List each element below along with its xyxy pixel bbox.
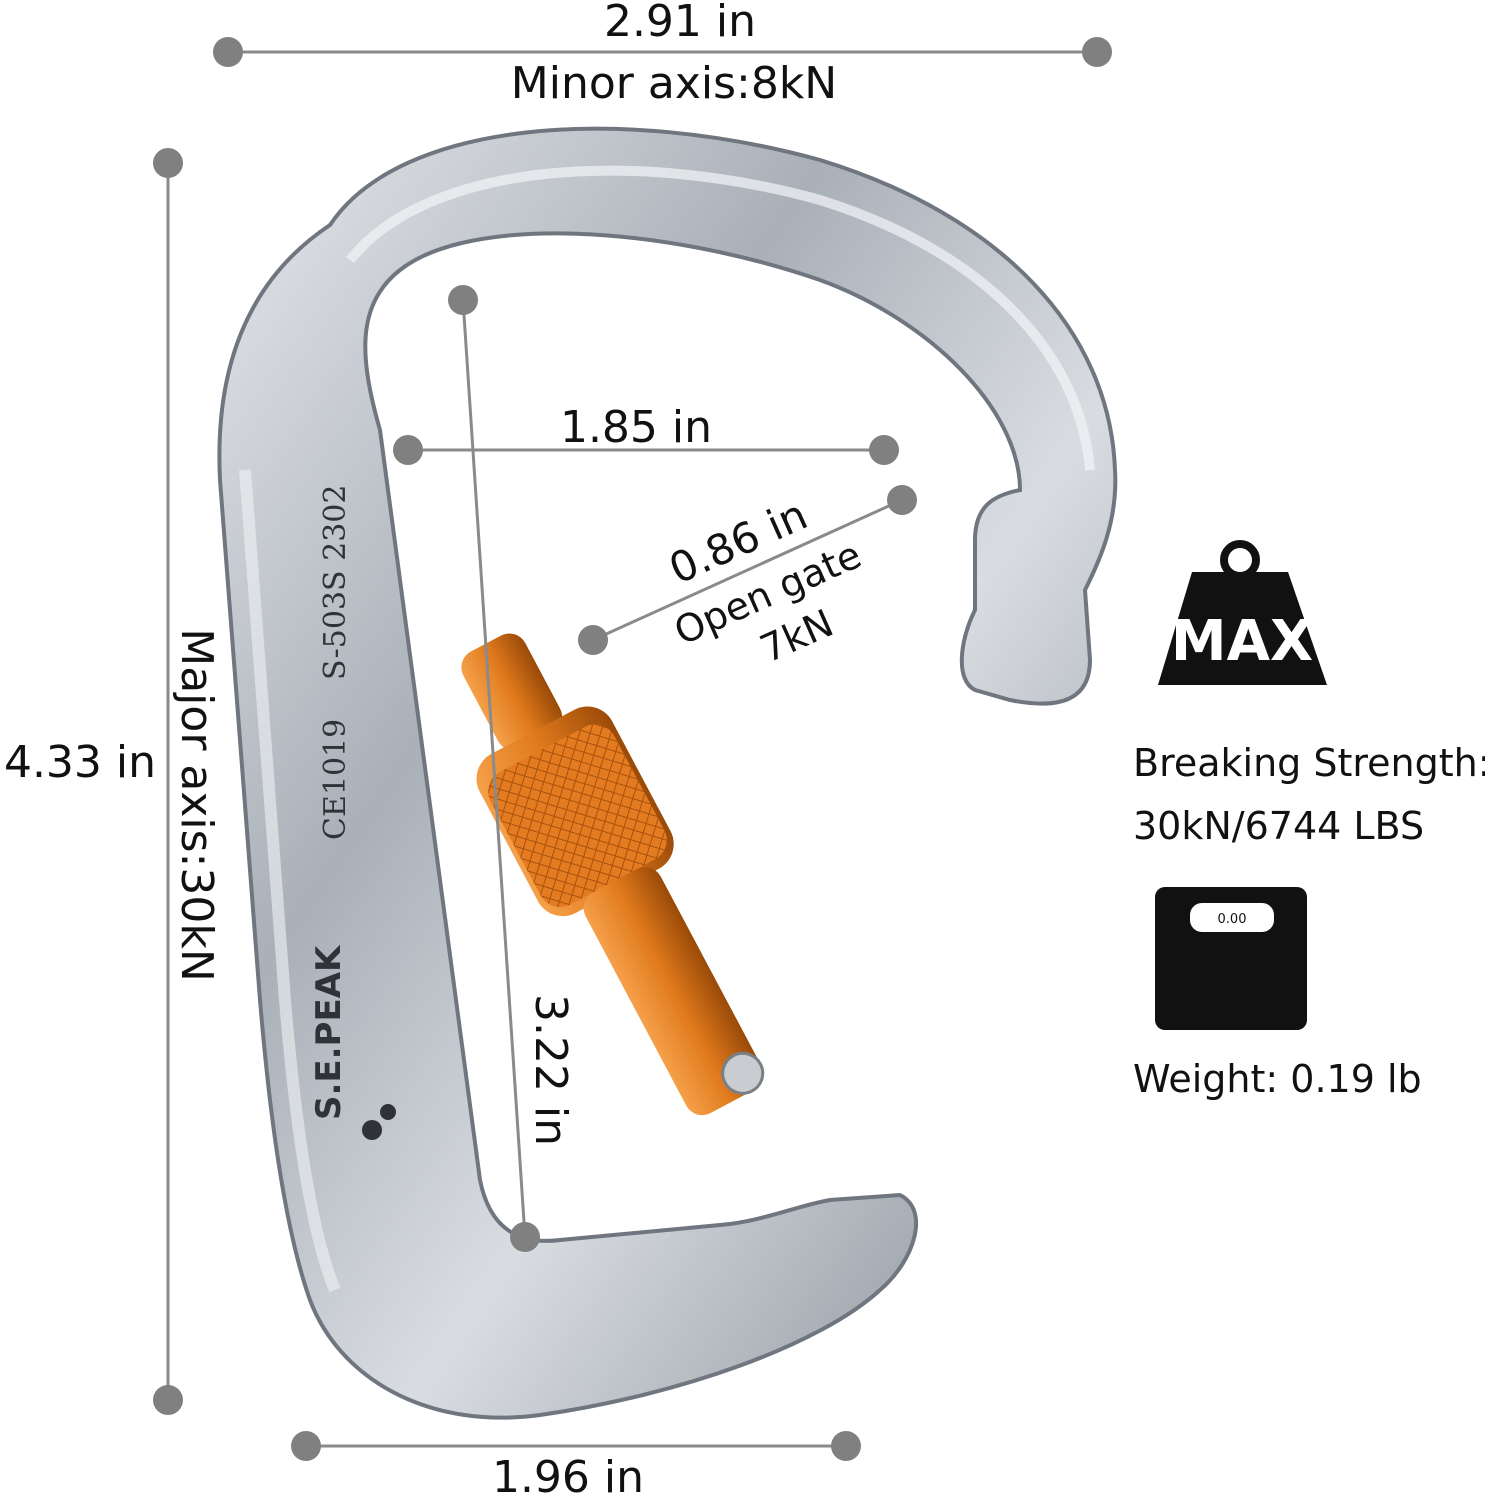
carabiner-frame: [217, 126, 1118, 1420]
inner-width-label: 1.85 in: [560, 402, 712, 453]
inner-length-label: 3.22 in: [525, 994, 576, 1146]
brand-logo-icon: [362, 1120, 382, 1140]
carabiner-gate: [461, 633, 765, 1116]
measure-inner-width: [393, 435, 899, 465]
scale-icon: 0.00: [1155, 887, 1307, 1030]
gate-pin-icon: [721, 1051, 765, 1095]
scale-display-text: 0.00: [1218, 912, 1247, 927]
max-weight-icon: MAX: [1158, 540, 1327, 685]
bottom-width-label: 1.96 in: [492, 1452, 644, 1500]
brand-engraving: S.E.PEAK: [309, 944, 349, 1120]
model-engraving: S-503S 2302: [318, 485, 353, 680]
screw-lock-sleeve: [488, 724, 667, 908]
major-axis-label: Major axis:30kN: [171, 628, 222, 982]
measure-gate-opening: [578, 485, 917, 655]
measure-inner-length: [448, 285, 540, 1252]
breaking-strength-title: Breaking Strength:: [1133, 741, 1485, 785]
breaking-strength-value: 30kN/6744 LBS: [1133, 804, 1424, 848]
max-icon-label: MAX: [1171, 609, 1313, 674]
height-left-label: 4.33 in: [4, 737, 156, 788]
measure-left-height: [153, 148, 183, 1415]
width-top-label: 2.91 in: [604, 0, 756, 47]
minor-axis-label: Minor axis:8kN: [511, 58, 837, 109]
cert-engraving: CE1019: [318, 719, 353, 840]
measure-bottom-width: [291, 1431, 861, 1461]
measure-top-width: [213, 37, 1112, 67]
weight-label: Weight: 0.19 lb: [1133, 1057, 1422, 1101]
frame-engraving: S.E.PEAK CE1019 S-503S 2302: [309, 485, 396, 1140]
